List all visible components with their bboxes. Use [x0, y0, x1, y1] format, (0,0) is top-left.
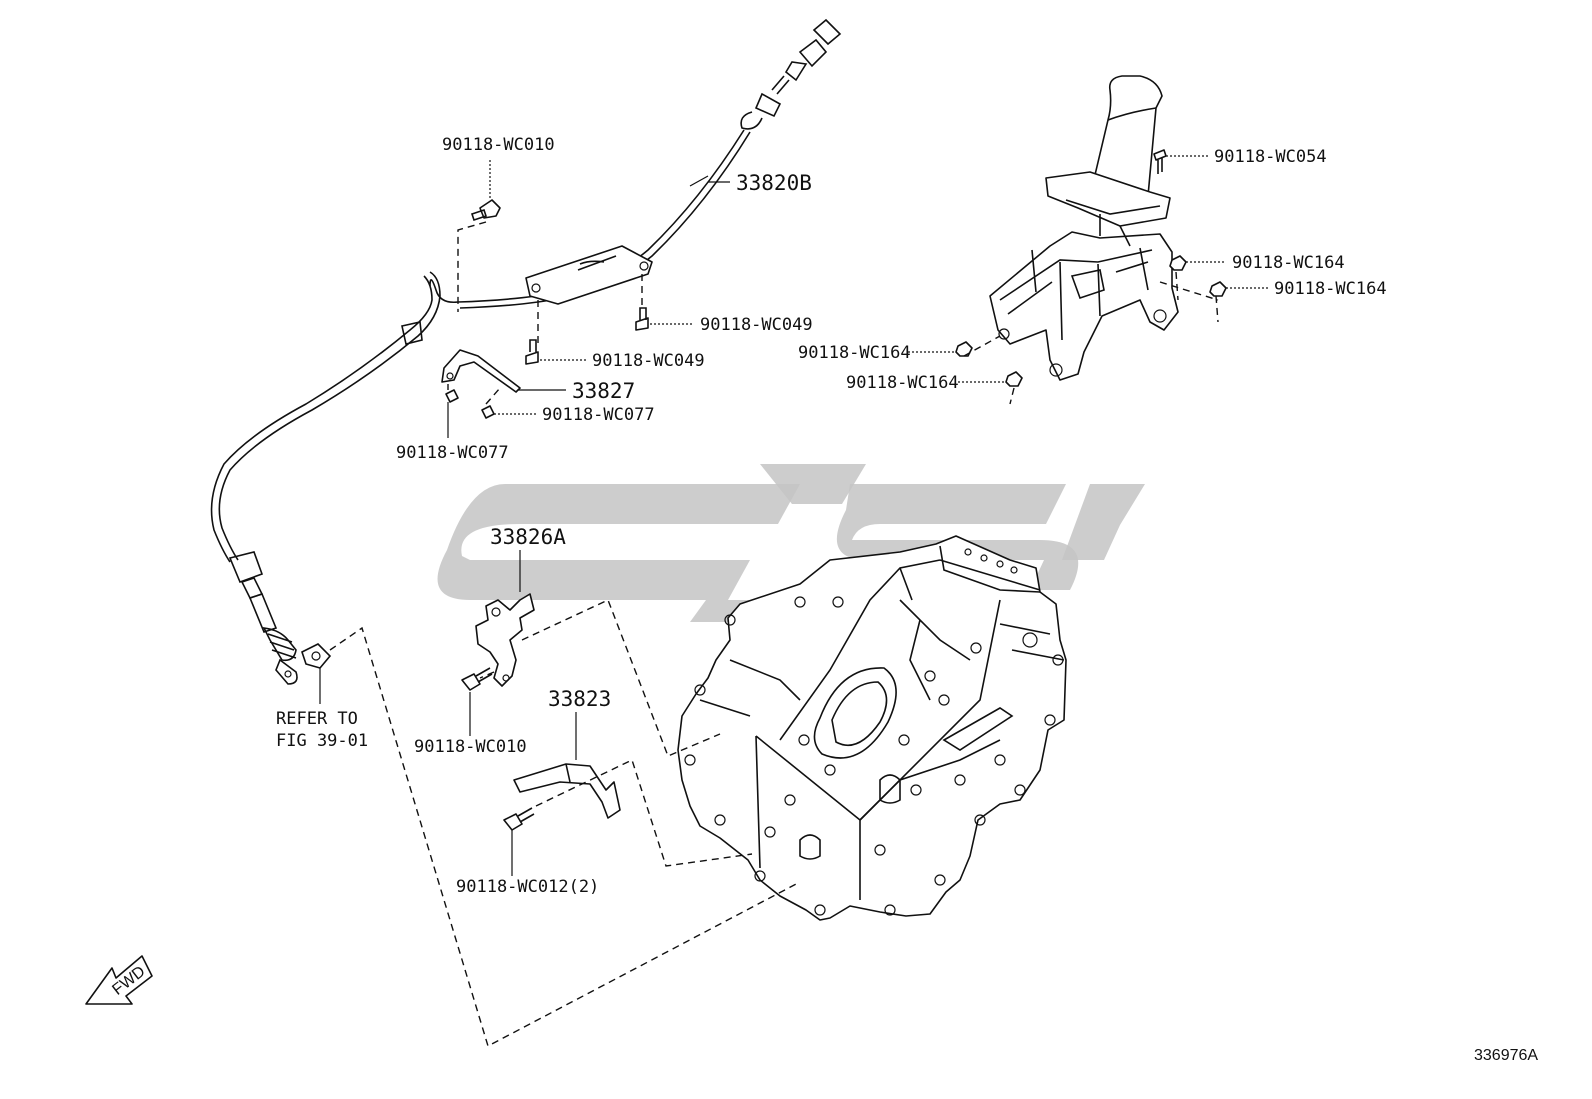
clip-icon [445, 389, 459, 403]
figure-code: 336976A [1474, 1047, 1538, 1064]
shift-lever-assembly [989, 75, 1179, 381]
label-shifter-nut-1: 90118-WC164 [1232, 253, 1345, 273]
nut-icon [1005, 371, 1023, 387]
label-cable: 33820B [736, 171, 812, 195]
label-bracket-b-bolt: 90118-WC012(2) [456, 877, 599, 897]
label-plate-bolt-right: 90118-WC049 [700, 315, 813, 335]
bolt-icon [503, 807, 535, 831]
forward-arrow-icon: FWD [85, 955, 153, 1005]
clip-bracket [441, 349, 521, 393]
label-shifter-nut-2: 90118-WC164 [1274, 279, 1387, 299]
bolt-icon [635, 307, 649, 331]
clip-icon [481, 405, 495, 419]
nut-icon [1169, 255, 1187, 271]
label-cable-upper-bolt: 90118-WC010 [442, 135, 555, 155]
nut-icon [955, 341, 973, 357]
label-shifter-nut-3: 90118-WC164 [798, 343, 911, 363]
label-clip-left: 90118-WC077 [396, 443, 509, 463]
label-shifter-screw: 90118-WC054 [1214, 147, 1327, 167]
label-clip-right: 90118-WC077 [542, 405, 655, 425]
transmission-housing [677, 535, 1067, 921]
label-bracket-b: 33823 [548, 687, 611, 711]
label-bracket-a-bolt: 90118-WC010 [414, 737, 527, 757]
label-clip-bracket: 33827 [572, 379, 635, 403]
refer-note-line2: FIG 39-01 [276, 731, 368, 751]
watermark-logo [437, 464, 1145, 622]
bracket-33826a [475, 593, 535, 687]
label-shifter-nut-4: 90118-WC164 [846, 373, 959, 393]
label-plate-bolt-left: 90118-WC049 [592, 351, 705, 371]
bolt-icon [470, 199, 501, 222]
nut-icon [1209, 281, 1227, 297]
screw-icon [1153, 149, 1167, 174]
leader-lines [319, 155, 1268, 876]
refer-note-line1: REFER TO [276, 709, 358, 729]
label-bracket-a: 33826A [490, 525, 566, 549]
bolt-icon [461, 667, 493, 691]
bracket-33823 [513, 763, 621, 819]
shift-cable [210, 18, 842, 685]
bolt-icon [525, 339, 539, 365]
